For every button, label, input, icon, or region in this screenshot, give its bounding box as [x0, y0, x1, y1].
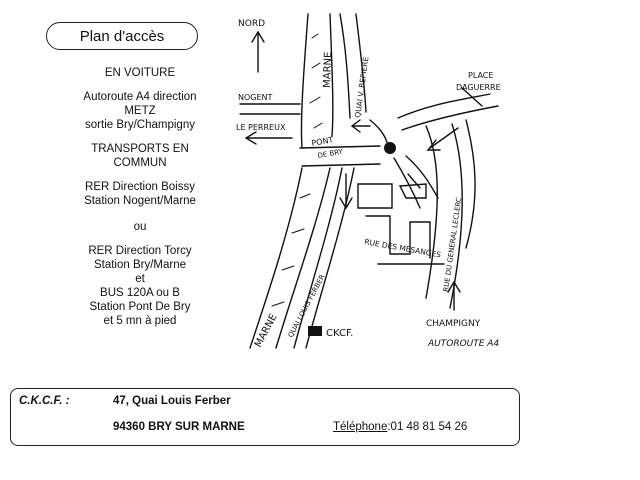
quai-v-bepiere-label: QUAI V. BEPIERE [353, 56, 370, 118]
marne-lower-label: MARNE [253, 312, 280, 349]
de-bry-label: DE BRY [317, 148, 344, 160]
postal-city: 94360 BRY SUR MARNE [113, 421, 245, 433]
car-section: EN VOITURE Autoroute A4 direction METZ s… [30, 66, 250, 132]
rer-torcy: RER Direction Torcy [88, 245, 192, 257]
access-map: NORD MARNE QUAI V. BEPIERE NOGENT LE PER… [236, 13, 501, 349]
bus-station: Station Pont De Bry [89, 301, 191, 313]
car-line: METZ [124, 105, 156, 117]
pont-label: PONT [311, 135, 334, 148]
place-label: PLACE [468, 71, 493, 80]
daguerre-label: DAGUERRE [456, 83, 501, 92]
company-label: C.K.C.F. : [19, 395, 70, 407]
transport-heading: TRANSPORTS EN [91, 143, 189, 155]
transport-heading: COMMUN [113, 157, 167, 169]
car-heading: EN VOITURE [104, 67, 176, 79]
nord-label: NORD [238, 19, 265, 29]
and-separator: et [135, 273, 145, 285]
autoroute-a4-label: AUTOROUTE A4 [427, 339, 499, 349]
car-line: sortie Bry/Champigny [85, 119, 195, 131]
street-address: 47, Quai Louis Ferber [113, 395, 231, 407]
rer-bry: Station Bry/Marne [93, 259, 187, 271]
phone-label: Téléphone [333, 421, 388, 433]
car-line: Autoroute A4 direction [83, 91, 197, 103]
transport-section: TRANSPORTS EN COMMUN RER Direction Boiss… [30, 142, 250, 328]
phone-number: :01 48 81 54 26 [387, 421, 468, 433]
rer-nogent: Station Nogent/Marne [84, 195, 196, 207]
title-box: Plan d'accès [46, 22, 198, 50]
rer-boissy: RER Direction Boissy [85, 181, 195, 193]
ckcf-building-icon [308, 326, 322, 336]
address-box: C.K.C.F. : 47, Quai Louis Ferber 94360 B… [10, 388, 520, 446]
bus-line: BUS 120A ou B [100, 287, 180, 299]
phone: Téléphone:01 48 81 54 26 [333, 421, 467, 433]
le-perreux-label: LE PERREUX [236, 123, 286, 132]
ckcf-map-label: CKCF. [326, 328, 353, 339]
walk-time: et 5 mn à pied [103, 315, 177, 327]
champigny-label: CHAMPIGNY [426, 319, 481, 329]
nogent-label: NOGENT [238, 93, 273, 102]
marne-upper-label: MARNE [322, 52, 334, 89]
page-title: Plan d'accès [79, 27, 165, 45]
directions-column: EN VOITURE Autoroute A4 direction METZ s… [30, 66, 250, 328]
place-daguerre-marker [384, 142, 396, 154]
or-separator: ou [133, 221, 147, 233]
